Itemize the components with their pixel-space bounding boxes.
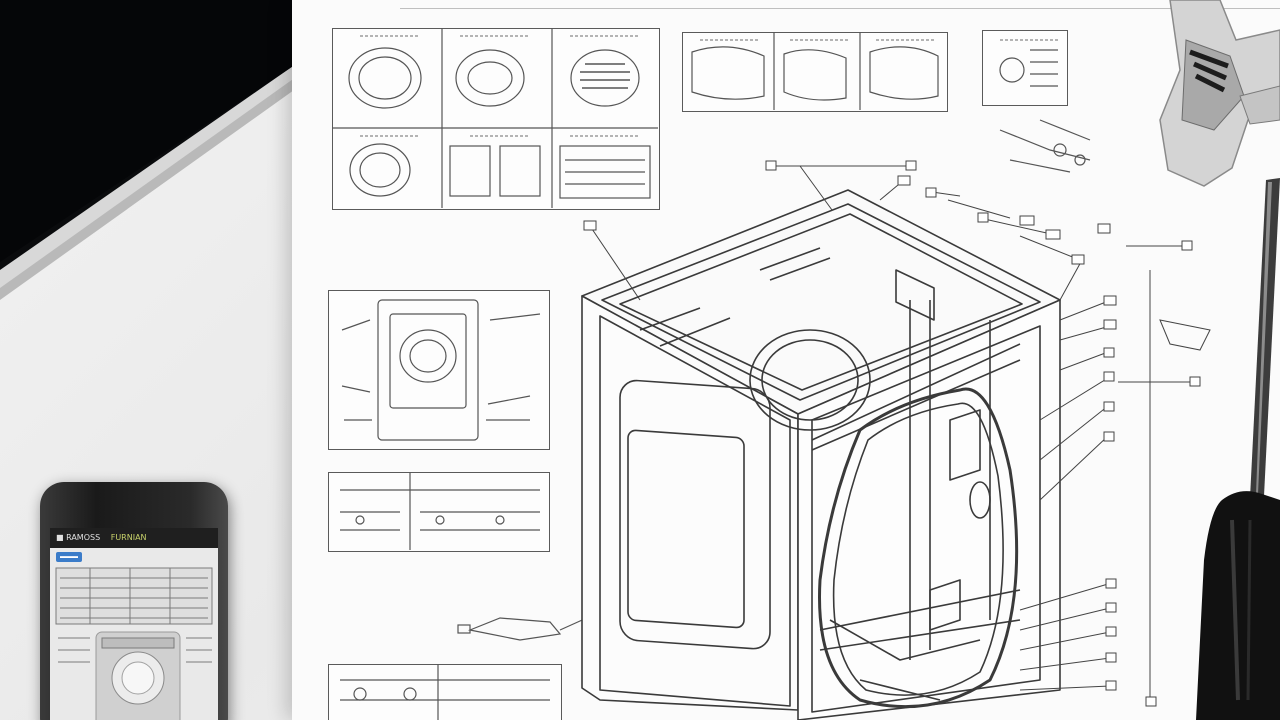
parts-table-panel (328, 664, 562, 720)
control-board-panel (982, 30, 1068, 106)
screwdriver-icon (1196, 178, 1280, 720)
sheet-top-rule (400, 8, 1280, 9)
phone-screen: ■ RAMOSS FURNIAN ▬▬▬ (50, 528, 218, 720)
phone-manual-art (55, 567, 213, 720)
phone-app-title: FURNIAN (110, 533, 147, 542)
phone-brand-text: ■ RAMOSS (56, 533, 101, 542)
adjustable-wrench-icon (1159, 0, 1280, 187)
smartphone-device: ■ RAMOSS FURNIAN ▬▬▬ (40, 482, 228, 720)
phone-app-bar: ■ RAMOSS FURNIAN (50, 528, 218, 548)
phone-tab: ▬▬▬ (56, 552, 82, 562)
drum-views-panel (332, 28, 660, 210)
